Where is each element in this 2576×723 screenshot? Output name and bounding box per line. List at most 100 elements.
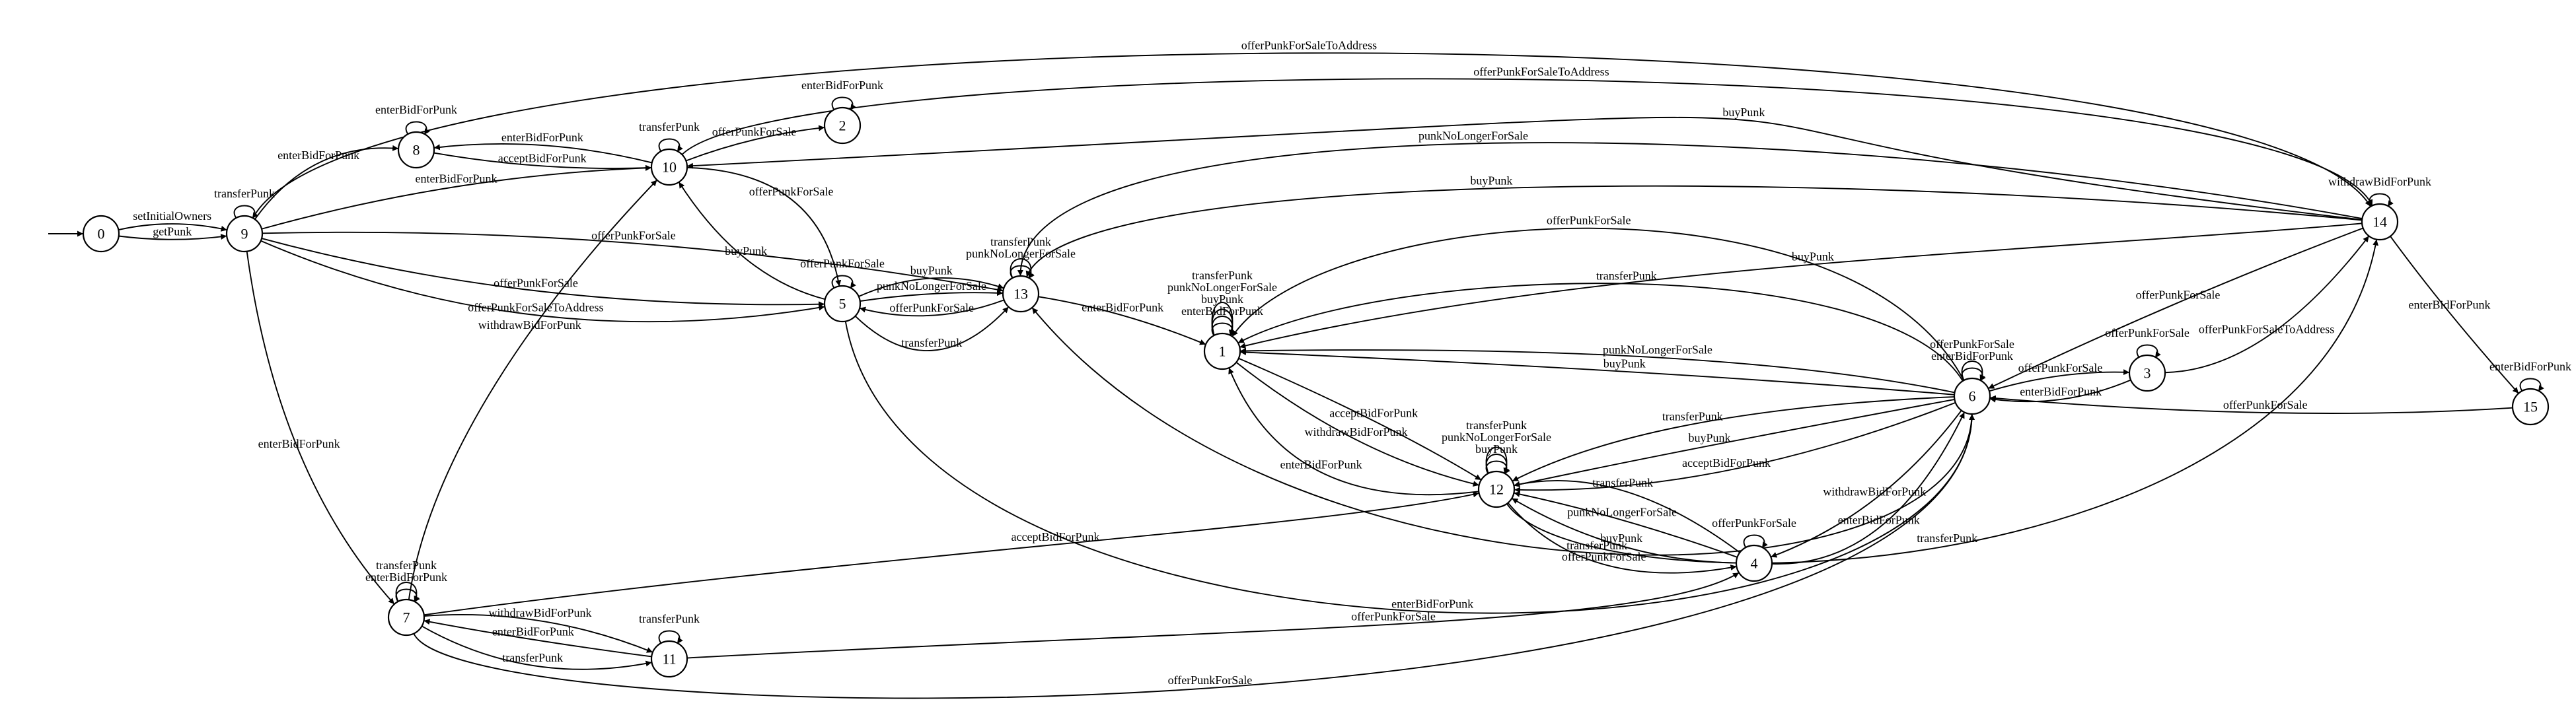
transition-12-to-1: enterBidForPunk bbox=[1228, 367, 1479, 496]
transition-arrow bbox=[1989, 395, 2513, 414]
state-circle bbox=[650, 148, 688, 186]
transition-label: offerPunkForSale bbox=[749, 185, 834, 198]
transition-label: withdrawBidForPunk bbox=[1304, 425, 1407, 438]
transition-label: buyPunk bbox=[1470, 174, 1512, 187]
transition-label: offerPunkForSaleToAddress bbox=[468, 300, 603, 314]
transition-label: withdrawBidForPunk bbox=[478, 318, 581, 331]
transition-arrow bbox=[118, 234, 227, 240]
transition-arrow bbox=[423, 491, 1479, 616]
transition-arrow bbox=[118, 223, 227, 232]
transition-arrow bbox=[1770, 410, 1962, 558]
transition-7-to-7: enterBidForPunk bbox=[365, 570, 447, 603]
transition-label: getPunk bbox=[153, 225, 192, 238]
state-1: 1 bbox=[1203, 332, 1241, 370]
transition-label: punkNoLongerForSale bbox=[1418, 129, 1528, 142]
transition-label: transferPunk bbox=[376, 559, 437, 572]
transition-6-to-6: enterBidForPunk bbox=[1931, 349, 2013, 382]
transition-label: transferPunk bbox=[214, 187, 275, 200]
transition-label: setInitialOwners bbox=[133, 209, 211, 223]
transition-label: transferPunk bbox=[1596, 269, 1657, 283]
state-circle bbox=[1735, 544, 1773, 582]
transition-label: enterBidForPunk bbox=[492, 625, 574, 638]
transition-label: enterBidForPunk bbox=[365, 570, 447, 584]
transition-15-to-6: offerPunkForSale bbox=[1989, 395, 2513, 414]
transitions: setInitialOwnersgetPunktransferPunkenter… bbox=[48, 38, 2571, 699]
state-label: 1 bbox=[1219, 343, 1226, 360]
transition-label: enterBidForPunk bbox=[801, 79, 883, 92]
transition-arrow bbox=[1031, 307, 1973, 556]
state-3: 3 bbox=[2128, 354, 2166, 392]
transition-arrow bbox=[854, 306, 1010, 351]
transition-label: offerPunkForSale bbox=[889, 301, 974, 314]
transition-arrow bbox=[262, 231, 1004, 293]
transition-arrow bbox=[423, 613, 653, 653]
transition-arrow bbox=[1237, 283, 1964, 382]
transition-arrow bbox=[261, 164, 652, 230]
state-label: 4 bbox=[1751, 555, 1758, 572]
transition-14-to-1: buyPunk bbox=[1239, 223, 2363, 349]
transition-arrow bbox=[2164, 235, 2370, 374]
transition-4-to-6: enterBidForPunk bbox=[1771, 411, 1966, 565]
transition-arrow bbox=[433, 152, 652, 171]
transition-label: enterBidForPunk bbox=[2409, 298, 2491, 311]
transition-label: offerPunkForSale bbox=[1351, 610, 1436, 623]
transition-label: offerPunkForSale bbox=[712, 125, 797, 139]
state-circle bbox=[1953, 377, 1991, 415]
transition-arrow bbox=[252, 52, 2371, 219]
transition-arrow bbox=[1238, 357, 1482, 481]
transition-arrow bbox=[1507, 502, 1737, 574]
transition-label: offerPunkForSale bbox=[800, 257, 885, 270]
transition-label: offerPunkForSale bbox=[2105, 326, 2190, 339]
transition-15-to-15: enterBidForPunk bbox=[2489, 360, 2571, 392]
state-6: 6 bbox=[1953, 377, 1991, 415]
transition-label: enterBidForPunk bbox=[375, 103, 457, 116]
transition-arrow bbox=[859, 299, 1005, 317]
transition-10-to-10: transferPunk bbox=[639, 120, 700, 153]
transition-arrow bbox=[686, 116, 2363, 221]
transition-1-to-12: acceptBidForPunk bbox=[1238, 357, 1482, 481]
transition-arrow bbox=[1239, 347, 1955, 394]
transition-9-to-14: offerPunkForSaleToAddress bbox=[252, 38, 2371, 219]
state-label: 0 bbox=[98, 226, 105, 242]
transition-arrow bbox=[1514, 401, 1956, 493]
transition-0-to-9: setInitialOwners bbox=[118, 209, 227, 232]
transition-label: transferPunk bbox=[1662, 409, 1723, 423]
transition-label: transferPunk bbox=[990, 235, 1051, 248]
state-label: 6 bbox=[1969, 388, 1976, 405]
transition-0-to-9: getPunk bbox=[118, 225, 227, 240]
transition-7-to-11: transferPunk bbox=[422, 625, 652, 670]
transition-label: enterBidForPunk bbox=[416, 172, 497, 186]
state-label: 14 bbox=[2373, 214, 2387, 230]
transition-arrow bbox=[423, 619, 652, 658]
transition-label: buyPunk bbox=[1475, 442, 1518, 456]
transition-12-to-12: transferPunk bbox=[1466, 419, 1527, 475]
transition-label: offerPunkForSaleToAddress bbox=[1473, 65, 1609, 79]
transition-label: enterBidForPunk bbox=[501, 131, 583, 144]
transition-label: enterBidForPunk bbox=[1391, 598, 1473, 611]
transition-9-to-5: offerPunkForSaleToAddress bbox=[260, 240, 825, 323]
state-13: 13 bbox=[1002, 275, 1040, 313]
transition-arrow bbox=[831, 275, 856, 289]
state-11: 11 bbox=[650, 640, 688, 678]
transition-arrow bbox=[681, 78, 2373, 206]
state-label: 8 bbox=[413, 142, 420, 158]
transition-label: enterBidForPunk bbox=[258, 437, 340, 450]
transition-9-to-10: enterBidForPunk bbox=[261, 164, 652, 230]
transition-14-to-13: buyPunk bbox=[1025, 174, 2363, 277]
transition-7-to-10: withdrawBidForPunk bbox=[408, 179, 658, 600]
transition-label: offerPunkForSale bbox=[1547, 214, 1631, 227]
transition-label: offerPunkForSale bbox=[1712, 516, 1796, 530]
transition-arrow bbox=[413, 413, 1975, 699]
state-circle bbox=[2128, 354, 2166, 392]
transition-label: offerPunkForSale bbox=[1168, 673, 1253, 687]
transition-label: enterBidForPunk bbox=[1838, 514, 1920, 527]
transition-label: offerPunkForSaleToAddress bbox=[2199, 322, 2334, 335]
transition-5-to-13: buyPunk bbox=[858, 263, 1004, 297]
state-circle bbox=[225, 215, 264, 253]
transition-arrow bbox=[1771, 411, 1966, 565]
transition-label: offerPunkForSaleToAddress bbox=[1241, 38, 1377, 52]
transition-arrow bbox=[658, 630, 683, 644]
transition-label: offerPunkForSale bbox=[2136, 289, 2221, 302]
